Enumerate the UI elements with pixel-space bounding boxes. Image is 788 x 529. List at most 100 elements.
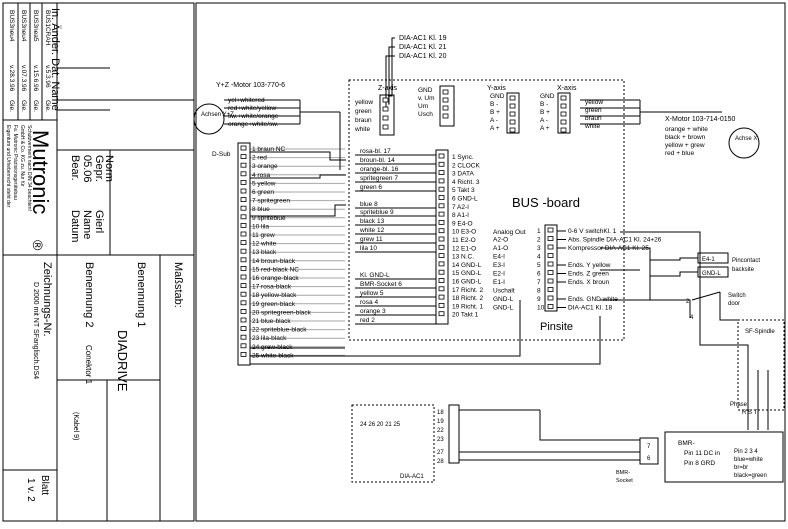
revision-row-3-name: Gie. (32, 100, 39, 112)
dsub-pin-label: 6 green (252, 189, 274, 196)
benennung2-extra: (Kabel 9) (72, 412, 79, 440)
z-axis-connector: Z-axis yellow green braun white (354, 85, 398, 136)
dsub-pin-marker (240, 257, 247, 263)
bus-terminal-pin (438, 244, 445, 250)
bmr-section: 7 6 BMR- Socket BMR- Pin 11 DC in Pin 8 … (616, 431, 784, 484)
bus-left-wire-label: rosa-bl. 17 (360, 148, 391, 155)
power-line-1: GND (418, 87, 433, 94)
revision-row-2-date: v.07.3.96 (20, 65, 27, 92)
x-pin-2: B - (540, 101, 548, 108)
bus-signal-label: 17 Richt. 2 (452, 287, 483, 294)
bus-signal-label: 19 Richt. 1 (452, 303, 483, 310)
pinsite-number: 4 (537, 254, 541, 261)
dsub-pin-marker (240, 179, 247, 185)
bus-terminal-pin (438, 236, 445, 242)
y-axis-connector: Y-axis GND B - B + A - A + (487, 85, 520, 134)
row-label-bear: Bear. (69, 155, 81, 181)
revision-row-1-name: Gie. (8, 100, 15, 112)
analog-out-label: Analog Out (493, 229, 526, 236)
dsub-pin-marker (240, 343, 247, 349)
y-pin-3: B + (490, 109, 500, 116)
bus-terminal-pin (438, 170, 445, 176)
bus-terminal-pin (438, 161, 445, 167)
blatt-label: Blatt (39, 475, 50, 495)
y-pin-1: GND (490, 93, 505, 100)
bmr-socket-label-2: Socket (616, 478, 633, 484)
pinsite-right-label: Abs. Spindle DIA-AC1 Kl. 24+26 (568, 237, 662, 244)
dsub-pin-marker (240, 145, 247, 151)
dsub-pin-marker (240, 154, 247, 160)
bus-terminal-pin (438, 219, 445, 225)
copyright-line-3: GmbH & Co. KG zu. Nur für (19, 125, 25, 187)
pincontact-label-2: backsite (732, 267, 755, 273)
bus-terminal-pin (438, 195, 445, 200)
bus-terminal-pin (438, 311, 445, 317)
bus-signal-label: 20 Takt 1 (452, 312, 479, 319)
y-pin-2: B - (490, 101, 498, 108)
copyright-line-4: Schutzvermerk nach DIN 34 beachten! (26, 125, 32, 211)
dsub-pin-label: 4 rosa (252, 172, 270, 179)
pinsite-right-label: DIA-AC1 Kl. 18 (568, 305, 612, 312)
dsub-pin-label: 17 rosa-black (252, 284, 292, 291)
pinsite-left-label: E2-I (493, 271, 505, 278)
dsub-pin-marker (240, 171, 247, 177)
top-label-1: DIA-AC1 Kl. 19 (399, 35, 447, 42)
bus-terminal-pin (438, 253, 445, 259)
dsub-title: D-Sub (212, 151, 231, 158)
dsub-pin-marker (240, 214, 247, 220)
dsub-pin-label: 11 grew (252, 232, 275, 239)
dsub-pin-label: 20 spritegreen-black (252, 309, 312, 316)
pinsite-pin (547, 270, 554, 275)
yz-motor: Y+Z -Motor 103-770-6 Achsen Y+Z yel+whit… (193, 82, 341, 170)
dia-pin-19: 19 (437, 419, 444, 425)
dsub-pin-marker (240, 351, 247, 357)
pinsite-left-label: E1-I (493, 279, 505, 286)
pinsite-pin (547, 287, 554, 292)
pinsite-left-label: E4-I (493, 254, 505, 261)
yz-motor-title: Y+Z -Motor 103-770-6 (216, 82, 285, 89)
top-label-3: DIA-AC1 Kl. 20 (399, 53, 447, 60)
revision-row-3: BUS3nea5 (32, 10, 39, 42)
bus-terminal-pin (438, 178, 445, 184)
dsub-pin-marker (240, 334, 247, 340)
bmr-socket-label-1: BMR- (616, 470, 630, 476)
bus-signal-label: 4 Richt. 3 (452, 179, 480, 186)
dia-title: DIA-AC1 (400, 474, 424, 480)
bus-signal-label: 16 GND-L (452, 279, 482, 286)
pinsite-number: 2 (537, 237, 541, 244)
dia-pin-28: 28 (437, 459, 444, 465)
benennung2-value: Conektor 1 (84, 345, 93, 385)
switch-label-1: Switch (728, 293, 746, 299)
bus-signal-label: 5 Takt 3 (452, 187, 475, 194)
dsub-pin-marker (240, 274, 247, 280)
bus-bmr-wire-label: yellow 5 (360, 290, 384, 297)
z-wire-1: yellow (355, 99, 373, 106)
dsub-pin-marker (240, 291, 247, 297)
pinsite-pin (547, 261, 554, 267)
row-date-bear: 05.06 (81, 155, 93, 183)
x-motor: X-Motor 103-714-0150 Achse X orange + wh… (665, 116, 760, 159)
bus-board-title: BUS -board (512, 195, 580, 210)
pinsite-number: 1 (537, 228, 541, 235)
copyright-line-2: Fa. Mutronic Präzisionsgerätebau (12, 125, 18, 200)
top-labels: DIA-AC1 Kl. 19 DIA-AC1 Kl. 21 DIA-AC1 Kl… (385, 35, 447, 110)
pinsite-left-label: GND-L (493, 305, 514, 312)
x-motor-wire-2: black + brown (665, 134, 706, 141)
revision-row-2: BUS3neu4 (20, 10, 27, 42)
bus-signal-label: 18 Richt. 2 (452, 295, 483, 302)
bus-terminal-pin (438, 261, 445, 267)
dsub-pin-label: 24 grew-black (252, 344, 293, 351)
pinsite-pin (547, 253, 554, 258)
revision-row-1-date: v.28.3.96 (8, 65, 15, 92)
yz-motor-symbol (193, 103, 225, 135)
bmr-line-2: Pin 11 DC in (684, 450, 720, 457)
wiring-lines (250, 151, 749, 441)
switch-pin-2: 2 (686, 299, 690, 305)
pincontact-e41: E4-1 (702, 257, 715, 263)
bus-terminal-pin (438, 278, 445, 283)
bus-left-wire-label: blue 8 (360, 201, 378, 208)
dsub-pin-label: 5 yellow (252, 180, 276, 187)
pinsite-left-label: GND-L (493, 296, 514, 303)
